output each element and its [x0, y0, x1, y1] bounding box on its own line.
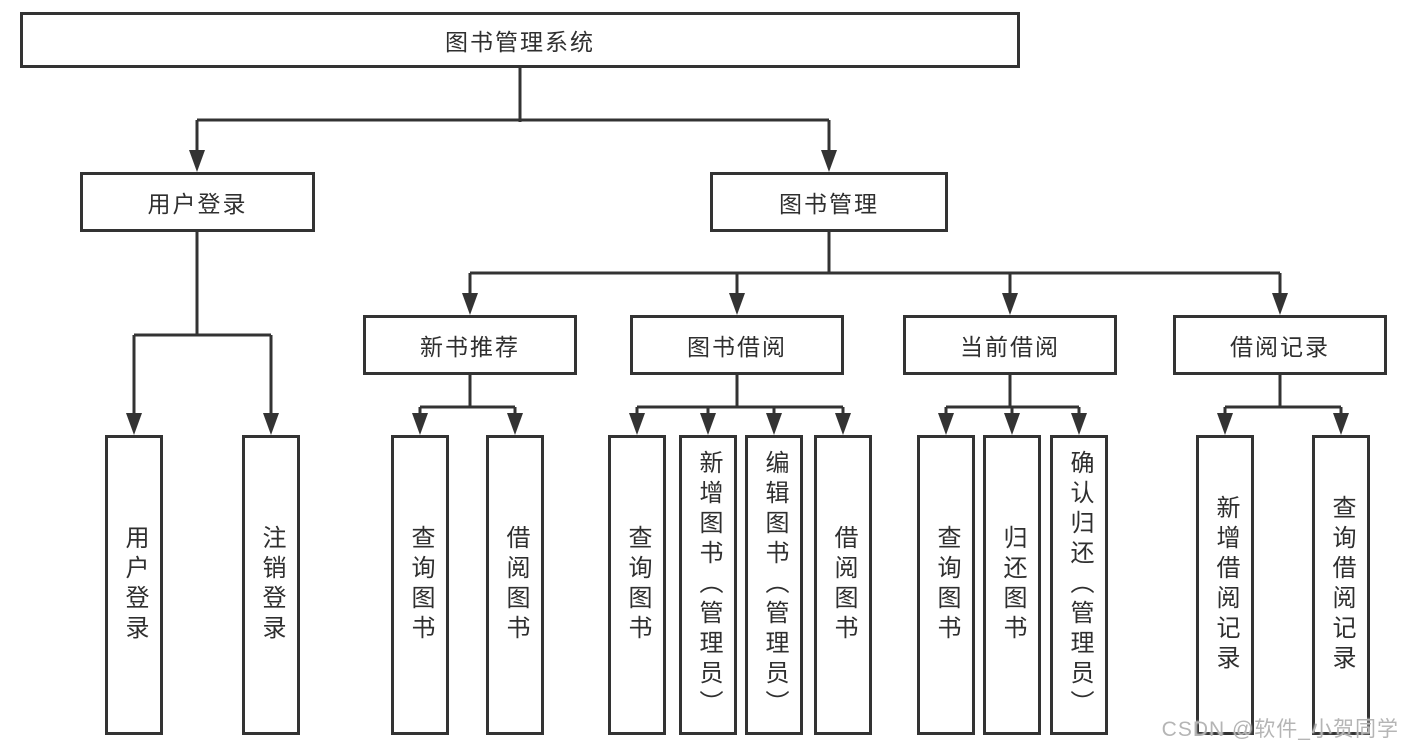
- leaf-query-books-borrowing: 查询图书: [608, 435, 666, 735]
- leaf-logout: 注销登录: [242, 435, 300, 735]
- node-label: 图书管理: [779, 191, 879, 217]
- arrowhead-icon: [1272, 293, 1288, 315]
- arrowhead-icon: [263, 413, 279, 435]
- connector-line: [468, 232, 1282, 296]
- arrowhead-icon: [462, 293, 478, 315]
- node-label: 借阅图书: [830, 525, 857, 645]
- node-label: 图书借阅: [687, 334, 787, 360]
- node-label: 查询图书: [933, 525, 960, 645]
- leaf-return-books: 归还图书: [983, 435, 1041, 735]
- node-label: 新增图书（管理员）: [695, 450, 722, 720]
- connector-line: [132, 232, 273, 416]
- node-label: 注销登录: [258, 525, 285, 645]
- arrowhead-icon: [938, 413, 954, 435]
- node-label: 查询借阅记录: [1328, 495, 1355, 675]
- node-new-book-recommendation: 新书推荐: [363, 315, 577, 375]
- node-label: 用户登录: [121, 525, 148, 645]
- node-label: 查询图书: [407, 525, 434, 645]
- arrowhead-icon: [729, 293, 745, 315]
- connector-line: [635, 375, 845, 416]
- arrowhead-icon: [835, 413, 851, 435]
- node-label: 编辑图书（管理员）: [761, 450, 788, 720]
- leaf-add-books-admin: 新增图书（管理员）: [679, 435, 737, 735]
- connector-line: [418, 375, 517, 416]
- node-borrowing-records: 借阅记录: [1173, 315, 1387, 375]
- leaf-query-borrow-record: 查询借阅记录: [1312, 435, 1370, 735]
- node-current-borrowing: 当前借阅: [903, 315, 1117, 375]
- leaf-borrow-books-borrowing: 借阅图书: [814, 435, 872, 735]
- node-label: 图书管理系统: [445, 29, 595, 55]
- arrowhead-icon: [507, 413, 523, 435]
- node-root-library-system: 图书管理系统: [20, 12, 1020, 68]
- node-label: 用户登录: [147, 191, 248, 217]
- arrowhead-icon: [1002, 293, 1018, 315]
- leaf-edit-books-admin: 编辑图书（管理员）: [745, 435, 803, 735]
- connector-line: [1223, 375, 1343, 416]
- arrowhead-icon: [1004, 413, 1020, 435]
- arrowhead-icon: [1071, 413, 1087, 435]
- node-label: 查询图书: [624, 525, 651, 645]
- connector-line: [944, 375, 1081, 416]
- leaf-add-borrow-record: 新增借阅记录: [1196, 435, 1254, 735]
- arrowhead-icon: [766, 413, 782, 435]
- arrowhead-icon: [412, 413, 428, 435]
- arrowhead-icon: [700, 413, 716, 435]
- node-label: 借阅记录: [1230, 334, 1330, 360]
- node-book-borrowing: 图书借阅: [630, 315, 844, 375]
- node-label: 归还图书: [999, 525, 1026, 645]
- arrowhead-icon: [629, 413, 645, 435]
- node-label: 新增借阅记录: [1212, 495, 1239, 675]
- leaf-query-books-recommend: 查询图书: [391, 435, 449, 735]
- leaf-query-books-current: 查询图书: [917, 435, 975, 735]
- leaf-borrow-books-recommend: 借阅图书: [486, 435, 544, 735]
- connector-line: [195, 68, 831, 154]
- leaf-confirm-return-admin: 确认归还（管理员）: [1050, 435, 1108, 735]
- node-label: 新书推荐: [420, 334, 520, 360]
- node-label: 借阅图书: [502, 525, 529, 645]
- arrowhead-icon: [821, 150, 837, 172]
- node-label: 确认归还（管理员）: [1066, 450, 1093, 720]
- leaf-user-login: 用户登录: [105, 435, 163, 735]
- arrowhead-icon: [1217, 413, 1233, 435]
- watermark: CSDN @软件_小贺同学: [1161, 718, 1399, 741]
- node-user-login: 用户登录: [80, 172, 315, 232]
- arrowhead-icon: [1333, 413, 1349, 435]
- node-label: 当前借阅: [960, 334, 1060, 360]
- arrowhead-icon: [189, 150, 205, 172]
- node-book-management: 图书管理: [710, 172, 948, 232]
- arrowhead-icon: [126, 413, 142, 435]
